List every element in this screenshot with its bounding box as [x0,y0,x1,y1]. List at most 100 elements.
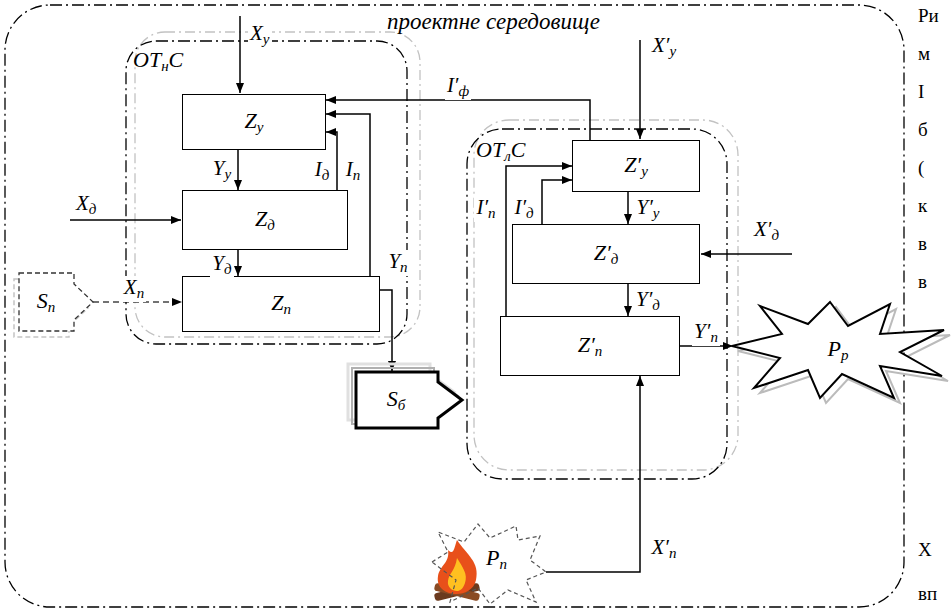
signal-connector [627,192,629,224]
node-shape [18,272,94,332]
source-arrow: Sб [354,370,464,430]
symbol: P [486,545,499,570]
signal-label: X′д [752,218,781,244]
symbol: X′ [652,33,669,57]
signal-label: Iп [344,158,363,184]
subscript: д [771,227,779,243]
process-box: Z′д [512,224,700,284]
process-box: Z′у [572,140,700,192]
arrow-outline [356,372,462,428]
symbol: Y′ [694,319,710,343]
region-shadow [474,120,738,470]
symbol: C [511,137,526,162]
signal-label: Y′п [692,320,720,346]
symbol: Z [245,108,257,133]
subscript: д [267,217,275,233]
subscript: ф [458,83,469,99]
node-label: Pр [828,337,849,364]
cropped-text: в [918,272,927,292]
signal-connector [546,376,640,572]
symbol: X′ [754,217,771,241]
subscript: д [224,261,232,277]
symbol: P [828,336,841,361]
region-outline [467,129,727,479]
signal-label: Xп [122,276,146,302]
subscript: д [652,297,660,313]
symbol: Y [388,249,400,273]
cropped-text: вп [918,584,937,604]
symbol: Y [213,156,225,180]
subscript: п [710,329,718,345]
flame-core [448,558,466,591]
node-label: Z′у [624,153,648,180]
region-label: проектне середовище [387,10,600,34]
subscript: у [225,166,232,182]
cropped-text: Х [918,540,932,560]
process-box: Zп [182,276,380,332]
symbol: X [124,275,137,299]
input-arrow [639,40,641,139]
symbol: Z [255,206,267,231]
cropped-text: м [918,44,930,64]
subscript: п [48,299,56,315]
process-box: Zу [182,94,326,150]
signal-label: X′у [650,34,678,60]
symbol: Y′ [636,287,652,311]
subscript: у [257,119,264,135]
subscript: н [161,58,168,74]
cropped-text: в [918,234,927,254]
subscript: п [488,205,496,221]
signal-label: I′д [512,196,535,222]
signal-connector [326,100,590,140]
symbol: S [37,288,48,313]
process-box: Zд [182,190,348,250]
region-label: OTлC [476,138,525,165]
signal-label: Xу [248,22,272,48]
burst-outline [432,524,546,604]
subscript: д [611,251,619,267]
symbol: Y′ [637,195,653,219]
cropped-text: І [918,82,924,102]
cropped-text: ( [918,158,924,178]
symbol: Z′ [578,332,595,357]
symbol: X′ [652,535,669,559]
flame [438,540,477,594]
subscript: п [669,545,677,561]
subscript: п [400,259,408,275]
subscript: у [641,163,648,179]
subscript: у [669,43,676,59]
subscript: п [595,343,603,359]
symbol: I′ [514,195,526,219]
burst-outline [732,302,944,398]
subscript: п [353,167,361,183]
symbol: X [76,191,89,215]
source-arrow: Sп [18,272,94,332]
subscript: п [137,285,145,301]
symbol: Z′ [624,152,641,177]
symbol: I [346,157,353,181]
subscript: д [322,167,330,183]
subscript: л [504,148,511,164]
node-label: Zп [271,291,291,318]
signal-connector [237,150,239,190]
signal-label: Iд [313,158,332,184]
signal-connector [380,290,392,371]
symbol: I′ [447,73,459,97]
subscript: р [841,347,849,363]
signal-connector [237,250,239,276]
system-region: OTлCZ′уZ′дZ′п [466,128,728,480]
symbol: OT [476,137,504,162]
subscript: у [653,205,660,221]
symbol: Z′ [594,240,611,265]
signal-label: I′ф [445,74,471,100]
node-label: Z′д [594,241,619,268]
symbol: Y [212,251,224,275]
signal-connector [542,180,572,224]
signal-label: Y′д [634,288,662,314]
symbol: Z [271,290,283,315]
node-label: Sп [37,289,56,316]
hazard-burst: Pр [730,300,946,400]
symbol: OT [133,47,161,72]
fire-icon [434,540,481,601]
